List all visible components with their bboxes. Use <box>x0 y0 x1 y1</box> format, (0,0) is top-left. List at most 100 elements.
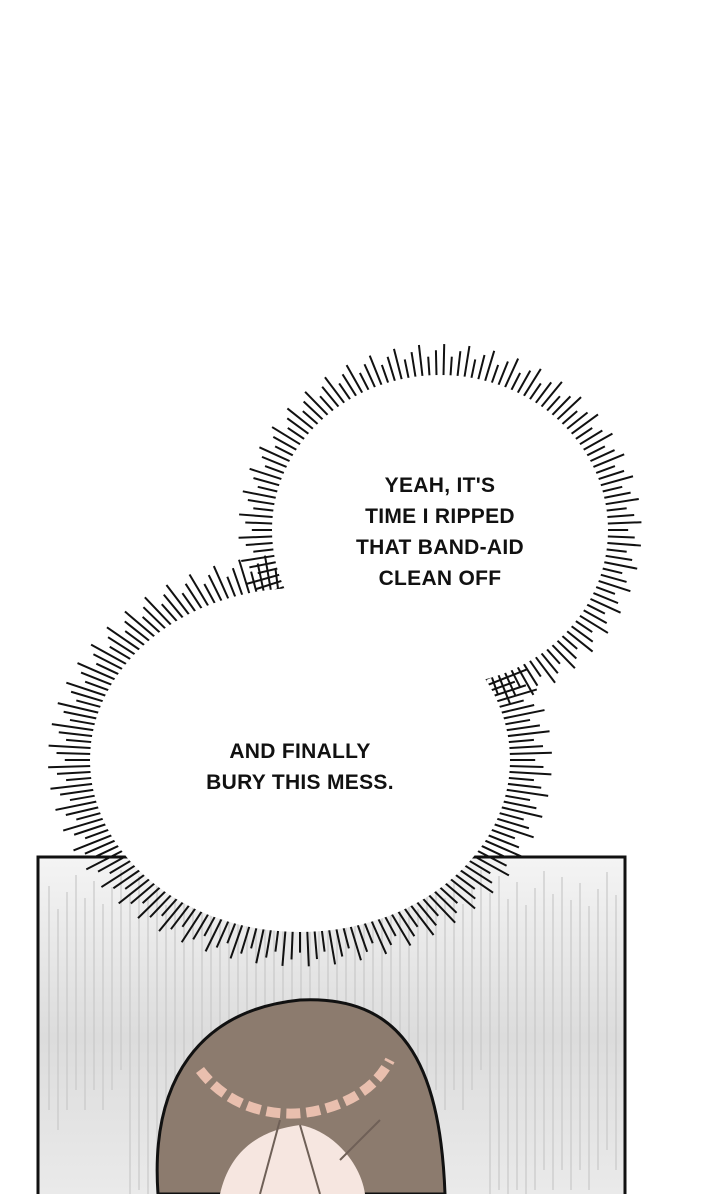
bubble-spike <box>57 702 105 715</box>
speed-streak <box>462 904 464 1110</box>
bubble-spike <box>304 391 332 419</box>
bubble-spike <box>488 821 534 839</box>
bubble-spike <box>144 596 176 630</box>
bubble-spike <box>142 606 170 633</box>
bubble-spike <box>503 751 552 756</box>
bubble-spike <box>130 879 160 905</box>
bubble-spike <box>407 900 435 936</box>
speed-streak <box>507 899 509 1194</box>
bubble-spike <box>124 620 155 645</box>
speed-streak <box>444 898 446 1110</box>
bubble-spike <box>245 521 278 525</box>
bubble-spike <box>212 565 232 604</box>
bubble-spike <box>240 921 252 954</box>
speed-streak <box>426 892 428 1110</box>
bubble-spike <box>588 590 619 605</box>
bubble-spike <box>238 535 278 539</box>
speed-streak <box>552 894 554 1190</box>
bubble-spike <box>188 573 212 611</box>
bubble-spike <box>417 344 424 381</box>
bubble-spike <box>66 681 112 699</box>
bubble-spike <box>56 770 97 775</box>
bubble-spike <box>355 920 369 953</box>
bubble-spike <box>137 887 170 919</box>
bubble-spike <box>73 821 112 836</box>
bubble-spike <box>468 852 510 877</box>
bubble-spike <box>562 627 594 653</box>
thought-bubble-2 <box>90 588 510 932</box>
bubble-spike <box>602 513 635 519</box>
bubble-spike <box>434 350 438 380</box>
bubble-spike <box>324 376 348 408</box>
bubble-spike <box>602 521 642 525</box>
speed-streak <box>84 898 86 1110</box>
bubble-spike <box>231 567 245 600</box>
bubble-spike <box>229 920 245 959</box>
speed-streak <box>147 899 149 1194</box>
bubble-spike <box>588 453 625 470</box>
bubble-spike <box>192 909 212 940</box>
bubble-spike <box>394 906 416 937</box>
speed-streak <box>435 875 437 1090</box>
bubble-spike <box>482 832 520 849</box>
bubble-spike <box>100 861 141 888</box>
bubble-spike <box>532 381 553 408</box>
bubble-1-text: YEAH, IT'S TIME I RIPPED THAT BAND-AID C… <box>356 474 524 590</box>
bubble-spike <box>63 710 103 721</box>
speed-streak <box>120 870 122 1070</box>
bubble-spike <box>502 358 520 392</box>
bubble-spike <box>55 799 103 811</box>
speed-streak <box>372 874 374 1110</box>
speed-streak <box>156 882 158 1190</box>
bubble-spike <box>600 554 633 561</box>
bubble-spike <box>482 668 527 688</box>
bubble-spike <box>245 541 278 547</box>
speed-streak <box>381 897 383 1130</box>
bubble-spike <box>170 900 193 930</box>
bubble-spike <box>321 386 343 411</box>
speed-streak <box>192 894 194 1190</box>
bubble-spike <box>106 626 145 654</box>
bubble-spike <box>602 541 641 547</box>
bubble-spike <box>514 370 532 398</box>
bubble-spike <box>520 659 539 687</box>
bubble-spike <box>62 816 109 832</box>
bubble-spike <box>90 643 132 668</box>
bubble-spike <box>59 787 100 796</box>
bubble-spike <box>479 837 523 858</box>
speed-streak <box>417 909 419 1130</box>
bubble-spike <box>599 491 631 500</box>
speed-streak <box>615 895 617 1170</box>
bubble-spike <box>593 469 625 482</box>
bubble-spike <box>272 435 302 453</box>
bubble-spike <box>488 684 527 699</box>
bubble-spike <box>261 455 292 470</box>
bubble-spike <box>163 593 187 623</box>
bubble-spike <box>149 890 176 918</box>
speed-streak <box>93 881 95 1090</box>
bubble-spike <box>363 363 378 392</box>
bubble-spike <box>495 704 535 715</box>
bubble-spike <box>553 396 582 424</box>
bubble-spike <box>500 724 541 733</box>
speed-streak <box>534 888 536 1190</box>
bubble-spike <box>410 351 418 382</box>
bubble-spike <box>503 770 552 776</box>
bubble-spike <box>207 574 225 606</box>
speed-streak <box>588 906 590 1190</box>
bubble-spike <box>286 407 318 433</box>
speed-streak <box>606 872 608 1150</box>
speed-streak <box>129 893 131 1194</box>
bubble-spike <box>48 744 97 750</box>
bubble-spike <box>92 653 128 673</box>
bubble-spike <box>255 578 287 591</box>
bubble-spike <box>501 730 550 738</box>
bubble-spike <box>500 787 549 797</box>
bubble-spike <box>495 805 543 818</box>
bubble-spike <box>548 395 572 419</box>
bubble-spike <box>238 559 252 599</box>
bubble-spike <box>413 897 437 927</box>
bubble-spike <box>255 924 266 964</box>
